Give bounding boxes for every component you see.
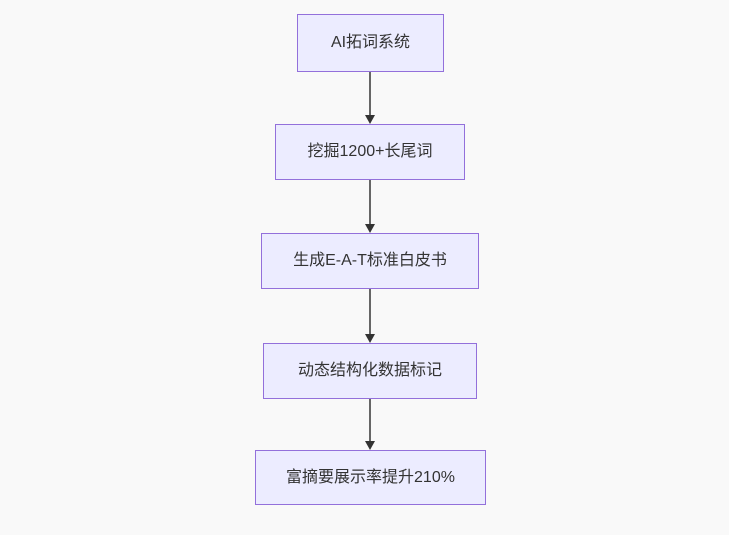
arrow-line [369,289,371,334]
flowchart-node-ai-word-system: AI拓词系统 [297,14,444,72]
node-label: AI拓词系统 [330,34,411,52]
arrow-line [369,399,371,441]
flowchart-node-structured-data: 动态结构化数据标记 [263,343,477,399]
flowchart-node-longtail-keywords: 挖掘1200+长尾词 [275,124,465,180]
flowchart-node-eat-whitepaper: 生成E-A-T标准白皮书 [261,233,479,289]
arrow-down-icon [365,115,375,124]
node-label: 挖掘1200+长尾词 [307,143,433,161]
arrow-down-icon [365,334,375,343]
flow-arrow-2 [364,180,376,233]
flow-arrow-1 [364,72,376,124]
node-label: 动态结构化数据标记 [297,362,442,380]
arrow-down-icon [365,441,375,450]
flow-arrow-3 [364,289,376,343]
flow-arrow-4 [364,399,376,450]
arrow-line [369,72,371,115]
arrow-line [369,180,371,224]
node-label: 富摘要展示率提升210% [286,468,455,486]
node-label: 生成E-A-T标准白皮书 [293,252,447,270]
arrow-down-icon [365,224,375,233]
flowchart-node-rich-snippet-result: 富摘要展示率提升210% [255,450,486,505]
